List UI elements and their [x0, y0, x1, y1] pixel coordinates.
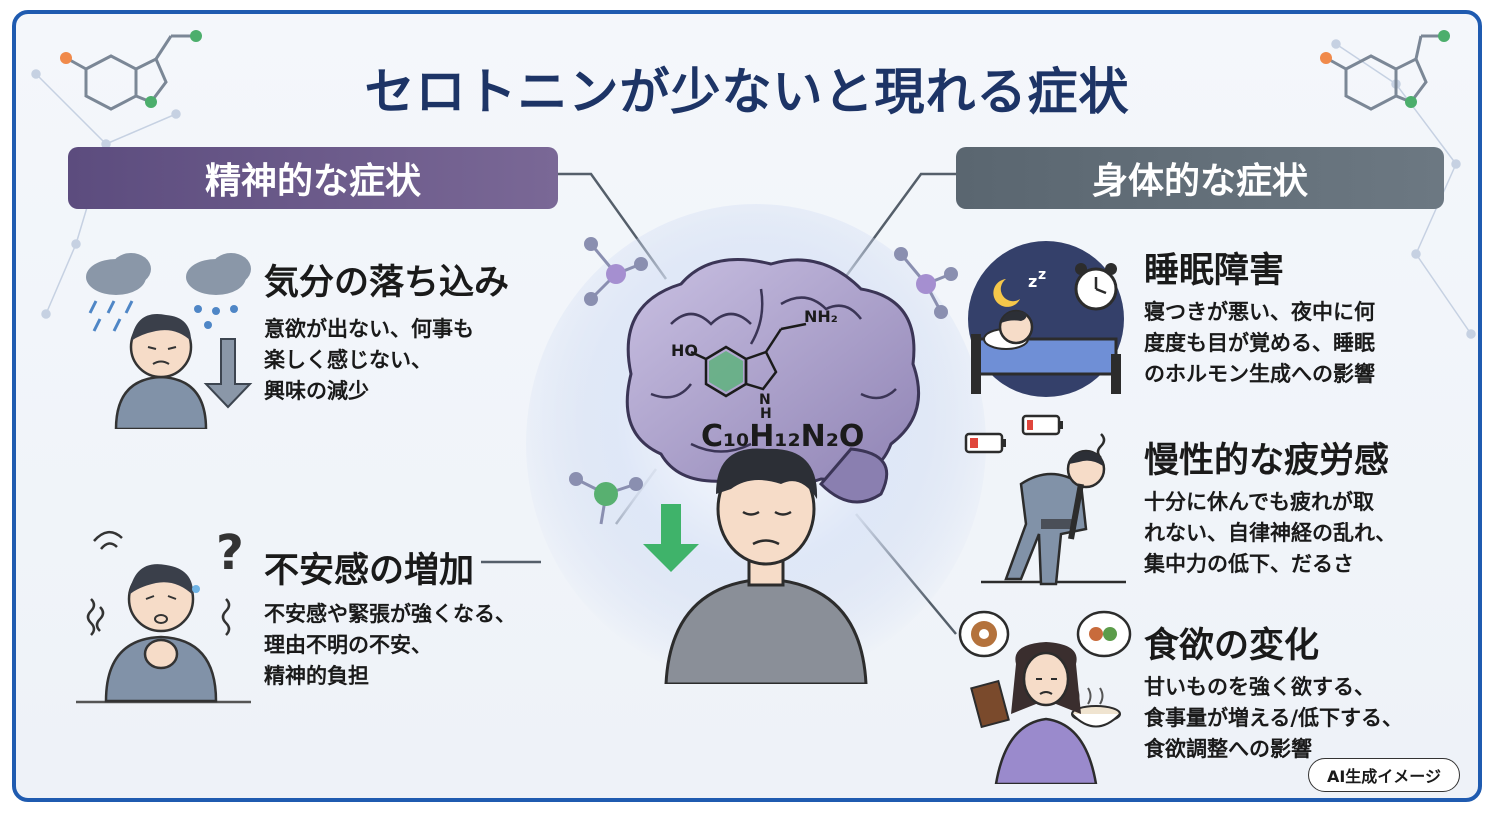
desc-line: 不安感や緊張が強くなる、: [264, 602, 516, 626]
desc-line: 食事量が増える/低下する、: [1144, 706, 1404, 730]
svg-text:z: z: [1028, 272, 1037, 291]
item-title-anxiety: 不安感の増加: [264, 551, 475, 591]
desc-line: 甘いものを強く欲する、: [1144, 675, 1375, 699]
desc-line: 集中力の低下、だるさ: [1144, 552, 1354, 576]
molecule-icon-right: [1320, 30, 1450, 111]
desc-line: のホルモン生成への影響: [1144, 362, 1375, 386]
tired-person-icon: [964, 414, 1126, 586]
brain-serotonin-icon: HO NH₂ N H C₁₀H₁₂N₂O: [526, 204, 986, 684]
donut-thought-bubble-icon: [958, 610, 1010, 658]
molecule-n-label: N: [759, 392, 771, 408]
depressed-person-rain-icon: [86, 253, 253, 429]
item-desc-sleep: 寝つきが悪い、夜中に何 度度も目が覚める、睡眠 のホルモン生成への影響: [1144, 297, 1375, 390]
item-desc-fatigue: 十分に休んでも疲れが取 れない、自律神経の乱れ、 集中力の低下、だるさ: [1144, 487, 1396, 580]
svg-text:z: z: [1038, 267, 1046, 283]
sleepless-person-icon: z z: [968, 241, 1124, 397]
desc-line: 寝つきが悪い、夜中に何: [1144, 300, 1375, 324]
chocolate-icon: [970, 679, 1010, 729]
ai-generated-badge: AI生成イメージ: [1307, 758, 1460, 792]
alarm-clock-icon: [1074, 263, 1118, 311]
low-battery-icon-2: [1021, 414, 1063, 436]
low-battery-icon: [964, 432, 1006, 454]
molecule-h-label: H: [760, 406, 772, 422]
desc-line: 楽しく感じない、: [264, 348, 432, 372]
molecule-icon-left: [60, 30, 202, 111]
desc-line: 食欲調整への影響: [1144, 737, 1312, 761]
item-title-appetite: 食欲の変化: [1144, 626, 1320, 666]
food-thought-bubble-icon: [1076, 610, 1132, 658]
item-desc-appetite: 甘いものを強く欲する、 食事量が増える/低下する、 食欲調整への影響: [1144, 672, 1403, 765]
desc-line: れない、自律神経の乱れ、: [1144, 521, 1397, 545]
item-title-fatigue: 慢性的な疲労感: [1144, 441, 1390, 481]
item-desc-anxiety: 不安感や緊張が強くなる、 理由不明の不安、 精神的負担: [264, 599, 516, 692]
page-title: セロトニンが少ないと現れる症状: [364, 63, 1130, 121]
physical-symptoms-header: 身体的な症状: [956, 147, 1444, 209]
desc-line: 十分に休んでも疲れが取: [1144, 490, 1374, 514]
desc-line: 精神的負担: [264, 664, 369, 688]
molecule-ho-label: HO: [671, 341, 698, 360]
infographic-frame: セロトニンが少ないと現れる症状 精神的な症状 身体的な症状 気分の落ち込み 意欲…: [12, 10, 1482, 802]
desc-line: 理由不明の不安、: [264, 633, 432, 657]
mental-symptoms-header: 精神的な症状: [68, 147, 558, 209]
formula-label: C₁₀H₁₂N₂O: [701, 419, 864, 454]
desc-line: 興味の減少: [264, 379, 369, 403]
svg-text:?: ?: [216, 525, 244, 581]
moon-icon: [993, 279, 1020, 307]
molecule-nh2-label: NH₂: [804, 307, 838, 326]
item-title-low-mood: 気分の落ち込み: [264, 263, 510, 303]
desc-line: 度度も目が覚める、睡眠: [1144, 331, 1375, 355]
appetite-change-icon: [958, 610, 1132, 784]
desc-line: 意欲が出ない、何事も: [264, 317, 474, 341]
down-arrow-icon: [643, 504, 699, 572]
item-desc-low-mood: 意欲が出ない、何事も 楽しく感じない、 興味の減少: [264, 314, 474, 407]
item-title-sleep: 睡眠障害: [1144, 251, 1285, 291]
anxious-person-icon: ?: [76, 525, 251, 704]
